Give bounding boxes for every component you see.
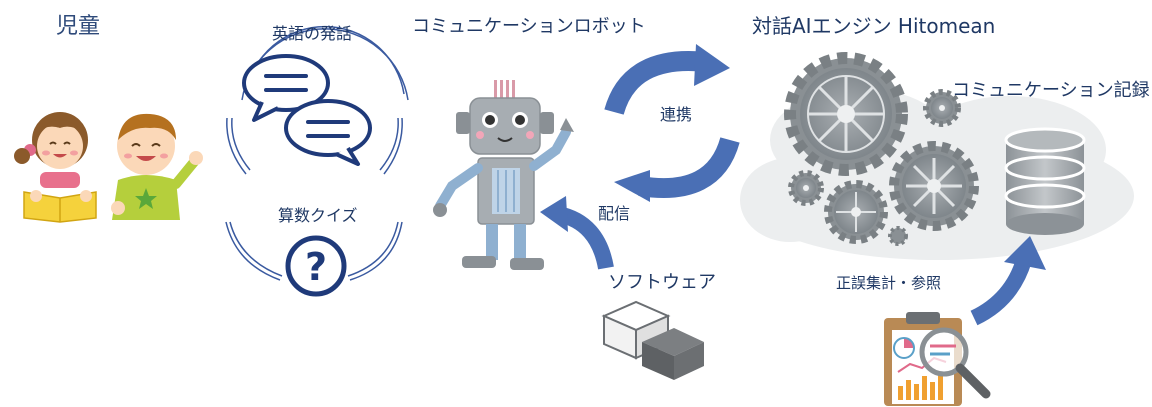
label-communication-robot: コミュニケーションロボット <box>412 16 646 37</box>
label-tally-reference: 正誤集計・参照 <box>836 274 942 292</box>
robot-illustration <box>433 80 574 270</box>
software-boxes-icon <box>601 300 704 380</box>
children-illustration <box>14 112 203 223</box>
question-mark: ? <box>305 245 327 289</box>
label-children: 児童 <box>56 14 101 39</box>
label-math-quiz: 算数クイズ <box>278 206 358 225</box>
label-link: 連携 <box>660 105 693 124</box>
boy-figure <box>111 113 203 220</box>
label-english-speech: 英語の発話 <box>272 24 353 43</box>
label-deliver: 配信 <box>598 204 631 223</box>
magnifier-icon <box>919 327 991 399</box>
label-ai-engine: 対話AIエンジン Hitomean <box>752 14 996 38</box>
link-cycle-arrows <box>604 44 740 202</box>
gear-medium-icon <box>889 141 979 231</box>
database-icon <box>1004 127 1086 235</box>
question-icon: ? <box>285 235 347 297</box>
interaction-group: ? <box>225 25 409 297</box>
label-communication-log: コミュニケーション記録 <box>952 80 1150 101</box>
deliver-arrow <box>540 196 614 270</box>
gear-tiny-icon <box>788 89 961 246</box>
gear-small-icon <box>824 180 888 244</box>
gear-large-icon <box>784 52 908 176</box>
girl-figure <box>14 112 97 223</box>
upload-arrow <box>970 236 1046 326</box>
label-software: ソフトウェア <box>608 272 716 293</box>
speech-bubble-icon <box>242 54 372 166</box>
